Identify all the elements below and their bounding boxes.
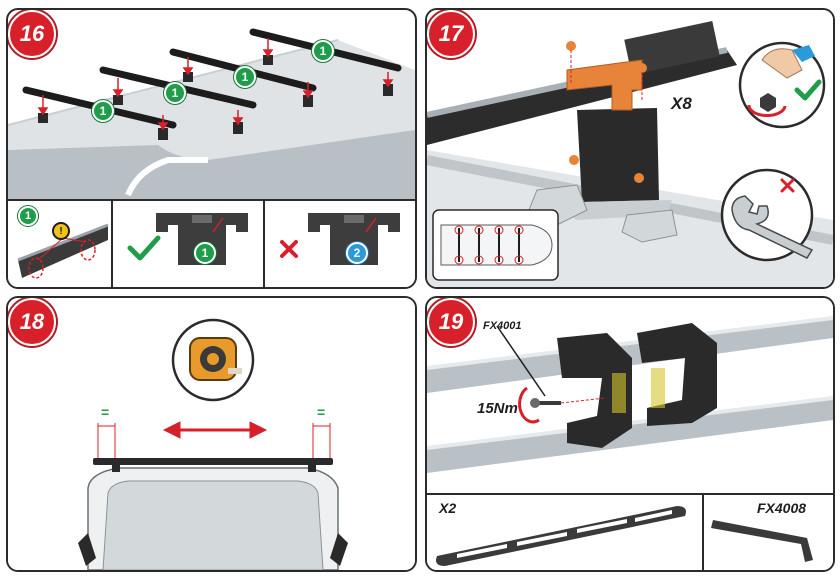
callout-1: 1 <box>164 82 186 104</box>
step-17-panel: 17 X8 <box>425 8 835 289</box>
cross-icon <box>280 240 298 258</box>
step-19-illustration <box>427 298 833 570</box>
wrong-orientation-detail <box>308 213 400 265</box>
hex-key-icon <box>711 520 813 562</box>
check-icon <box>127 235 161 261</box>
van-top-view <box>440 224 553 266</box>
torque-arrow-icon <box>518 386 540 424</box>
correct-callout: 1 <box>194 242 216 264</box>
equal-distance-right: = <box>317 404 326 420</box>
part-code-label: FX4001 <box>483 320 522 332</box>
callout-1: 1 <box>92 100 114 122</box>
check-icon <box>794 79 822 101</box>
cross-icon <box>780 178 795 193</box>
wrench-icon <box>731 195 814 259</box>
callout-1: 1 <box>234 66 256 88</box>
correct-orientation-detail <box>156 213 248 265</box>
sub-step-badge: 1 <box>18 206 38 226</box>
nut-hand-icon <box>747 45 815 118</box>
step-16-panel: 16 1 1 1 1 1 ! 1 2 <box>6 8 417 289</box>
end-cap-left <box>557 333 632 448</box>
step-18-panel: 18 = = <box>6 296 417 572</box>
step-16-illustration <box>8 28 415 287</box>
warning-icon: ! <box>52 222 70 240</box>
step-17-illustration <box>427 10 833 287</box>
tool-code-label: FX4008 <box>757 500 807 516</box>
step-19-panel: 19 FX4001 15Nm X2 FX4008 <box>425 296 835 572</box>
bar-end-detail <box>17 223 109 279</box>
callout-1: 1 <box>312 40 334 62</box>
step-number-badge: 19 <box>427 298 475 346</box>
wrong-callout: 2 <box>346 242 368 264</box>
end-cap-right <box>637 323 717 426</box>
measuring-tape-icon <box>189 337 242 381</box>
quantity-label: X8 <box>671 94 692 113</box>
measure-arrow <box>162 421 268 439</box>
step-18-illustration <box>8 298 415 570</box>
equal-distance-left: = <box>101 404 110 420</box>
torque-label: 15Nm <box>477 400 518 417</box>
step-number-badge: 18 <box>8 298 56 346</box>
rubber-strip <box>436 506 686 566</box>
step-number-badge: 16 <box>8 10 56 58</box>
quantity-label: X2 <box>439 500 457 516</box>
step-number-badge: 17 <box>427 10 475 58</box>
